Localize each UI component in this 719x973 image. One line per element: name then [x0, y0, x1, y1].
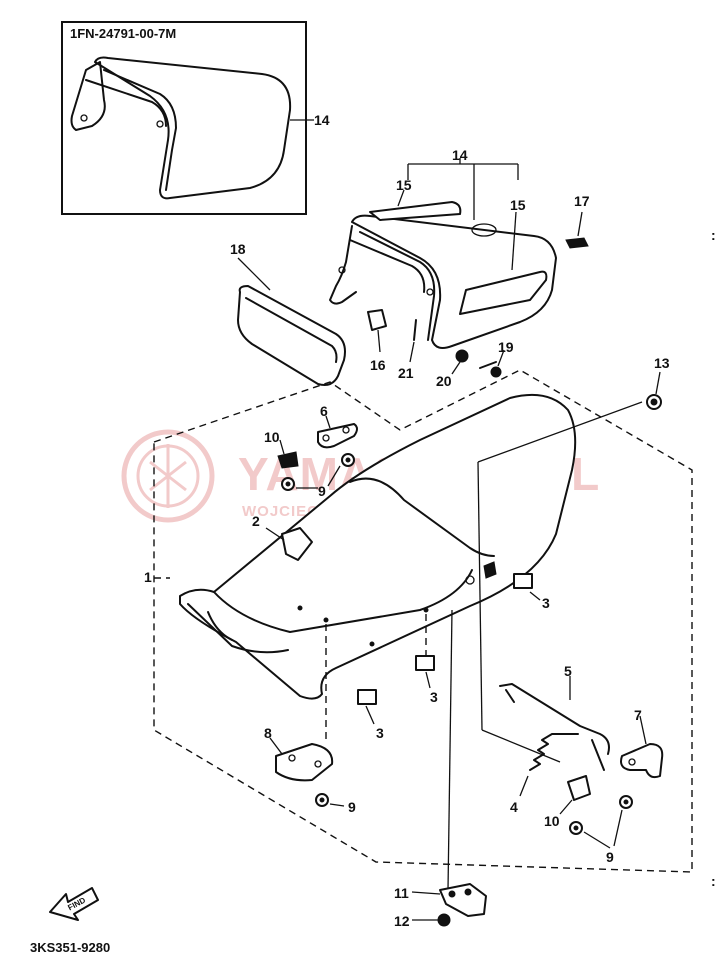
callout-4: 4 [510, 799, 518, 815]
part-10-clip-upper [277, 439, 299, 469]
callout-3b: 3 [430, 689, 438, 705]
callout-14-inset: 14 [314, 112, 330, 128]
part-16-grommet [367, 309, 387, 353]
assembly-boundary [153, 369, 693, 873]
callout-3c: 3 [376, 725, 384, 741]
leaders-14-15 [397, 158, 519, 271]
callout-15b: 15 [510, 197, 526, 213]
part-19-screw [479, 349, 505, 378]
callout-21: 21 [398, 365, 414, 381]
find-arrow-icon: FIND [49, 887, 99, 921]
callout-1: 1 [144, 569, 152, 585]
part-6-bracket [317, 415, 358, 449]
callout-9c: 9 [606, 849, 614, 865]
part-9-nuts-upper [281, 453, 355, 491]
callout-5: 5 [564, 663, 572, 679]
callout-6: 6 [320, 403, 328, 419]
small-fasteners-upper [367, 309, 505, 378]
svg-text::: : [711, 873, 716, 889]
callout-9b: 9 [348, 799, 356, 815]
callout-2: 2 [252, 513, 260, 529]
part-7-lock-bracket [620, 715, 664, 779]
callouts: 1 2 3 3 3 4 5 6 7 8 9 9 9 10 10 11 12 13… [144, 147, 670, 929]
callout-15a: 15 [396, 177, 412, 193]
callout-12: 12 [394, 913, 410, 929]
part-4-spring [519, 733, 579, 797]
part-13-bolt [646, 371, 662, 410]
callout-14: 14 [452, 147, 468, 163]
rear-cowl [329, 201, 557, 349]
part-12-nut [412, 913, 451, 927]
part-2-bracket [265, 527, 313, 561]
callout-9a: 9 [318, 483, 326, 499]
callout-11: 11 [394, 885, 409, 901]
part-18-tail-light [237, 257, 346, 386]
part-3-dampers [357, 573, 541, 725]
part-21-pin [409, 319, 417, 363]
callout-16: 16 [370, 357, 386, 373]
part-8-bracket [269, 737, 334, 782]
callout-20: 20 [436, 373, 452, 389]
callout-18: 18 [230, 241, 246, 257]
diagram-code: 3KS351-9280 [30, 940, 110, 955]
part-17-pad [565, 211, 589, 249]
callout-17: 17 [574, 193, 590, 209]
part-20-nut [451, 349, 469, 375]
yamaha-logo-watermark [121, 429, 215, 523]
callout-7: 7 [634, 707, 642, 723]
part-5-lock-rod [499, 676, 610, 771]
part-9-nuts-lower [315, 793, 633, 849]
callout-10b: 10 [544, 813, 560, 829]
callout-3a: 3 [542, 595, 550, 611]
callout-19: 19 [498, 339, 514, 355]
callout-8: 8 [264, 725, 272, 741]
edge-marks: : : [711, 227, 716, 889]
callout-13: 13 [654, 355, 670, 371]
inset-seat-cowl [70, 56, 292, 200]
callout-10a: 10 [264, 429, 280, 445]
main-seat [179, 393, 577, 700]
svg-text::: : [711, 227, 716, 243]
part-11-latch [411, 883, 487, 917]
part-10-clip-lower [559, 775, 591, 815]
inset-part-code: 1FN-24791-00-7M [70, 26, 176, 41]
inset-panel: 1FN-24791-00-7M 14 [61, 21, 330, 215]
